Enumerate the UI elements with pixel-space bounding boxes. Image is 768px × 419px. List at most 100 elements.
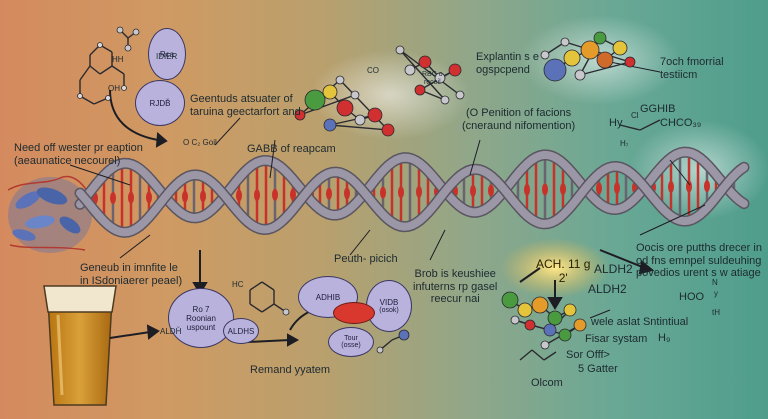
hg1-label: H₇: [620, 139, 629, 148]
dna-base: [110, 192, 116, 205]
ach-label: ACH. 11 g 2': [536, 257, 591, 285]
atom: [517, 302, 533, 318]
dna-base: [488, 184, 494, 197]
atom: [547, 310, 563, 326]
bond: [579, 61, 631, 76]
bond: [249, 281, 263, 291]
bond: [639, 119, 661, 131]
atom: [77, 93, 83, 99]
atom: [596, 51, 614, 69]
atom: [323, 118, 337, 132]
atom: [448, 63, 462, 77]
genetic-title: Geentuds atsuater of taruina geectarfort…: [190, 93, 301, 118]
dna-base: [146, 191, 152, 204]
fisar-label: Fisar systam: [585, 333, 648, 345]
bond: [519, 349, 533, 361]
n-label: N: [712, 278, 718, 287]
atom: [563, 49, 581, 67]
bond: [249, 303, 263, 313]
olcom-label: Olcom: [531, 377, 563, 389]
bond: [514, 319, 566, 336]
ach-glow: [500, 238, 610, 298]
adhib-label: ADHIB: [315, 292, 341, 302]
bond: [339, 79, 389, 131]
aldh-left-label: ALDH̆: [160, 327, 182, 336]
th-label: tH: [712, 308, 720, 317]
bond: [299, 94, 356, 116]
bond: [329, 114, 376, 126]
occis-label: Oocis ore putths drecer in od fns emnpel…: [636, 242, 762, 280]
dna-base: [272, 188, 278, 201]
atom: [97, 42, 103, 48]
atom: [558, 328, 572, 342]
atom: [336, 99, 354, 117]
position-label: (O Penition of facions (cneraund nifomen…: [462, 107, 576, 132]
bond: [329, 124, 389, 131]
atom: [354, 114, 366, 126]
bond: [619, 124, 641, 131]
vidb-sub: (osok): [379, 307, 399, 314]
oh-label: OH: [108, 84, 120, 93]
gghib-label: GGHIB: [640, 103, 676, 115]
gatter-label: 5 Gatter: [578, 363, 618, 375]
atom: [322, 84, 338, 100]
dna-strand-top: [76, 148, 748, 222]
atom: [395, 45, 405, 55]
atom: [560, 37, 570, 47]
bond: [111, 65, 125, 75]
bond: [399, 49, 461, 96]
bond: [531, 349, 545, 361]
atom: [434, 72, 446, 84]
cz-goil-label: O C₂ Goil: [183, 138, 217, 147]
atom: [573, 318, 587, 332]
leader-lines: [69, 61, 706, 319]
idier-label: IDIER: [156, 52, 178, 61]
atom: [121, 85, 127, 91]
bond: [79, 65, 91, 81]
hh-label: HH: [112, 55, 124, 64]
co-label: CO: [367, 66, 379, 75]
gabb-label: GABB of reapcam: [247, 143, 336, 155]
atom: [418, 55, 432, 69]
aldhs-bubble: ALDHS: [223, 318, 259, 344]
atom: [376, 346, 384, 354]
expression-label: Explantin s e ogspcpend: [476, 51, 539, 76]
atom: [580, 40, 600, 60]
atom: [404, 64, 416, 76]
genetic-inf-label: Geneub in imnfite le in ISdoniaerer peae…: [80, 262, 183, 287]
dna-base: [596, 182, 602, 195]
dna-base: [398, 186, 404, 199]
atom: [593, 31, 607, 45]
atom: [398, 329, 410, 341]
dna-helix: [74, 146, 750, 238]
dna-base: [542, 183, 548, 196]
atom: [335, 75, 345, 85]
dna-base: [416, 185, 422, 198]
tour-bubble: Tour (osse): [328, 327, 374, 357]
dna-base: [686, 180, 692, 193]
formal-label: 7och fmorrial testiicm: [660, 56, 724, 81]
ro-bubble: Ro 7 Roonian uspount: [168, 288, 234, 348]
atom: [574, 69, 586, 81]
bond: [399, 49, 446, 101]
atom: [105, 95, 111, 101]
atom: [612, 40, 628, 56]
dna-base: [470, 184, 476, 197]
atom: [440, 95, 450, 105]
molecules: [77, 26, 661, 361]
atom: [367, 107, 383, 123]
beer-glass: [43, 285, 117, 406]
atom: [414, 84, 426, 96]
atom: [524, 319, 536, 331]
rjdb-bubble: RJDB̆: [135, 80, 185, 126]
brob-label: Brob is keushiee infuterns rp gasel reec…: [413, 268, 498, 306]
dna-base: [200, 190, 206, 203]
atom: [132, 28, 140, 36]
atom: [563, 303, 577, 317]
hoo-label: HOO: [679, 291, 705, 303]
dna-strand-bottom: [76, 162, 748, 237]
dna-base: [326, 187, 332, 200]
rjdb-label: RJDB̆: [149, 98, 171, 108]
bond: [261, 281, 275, 291]
